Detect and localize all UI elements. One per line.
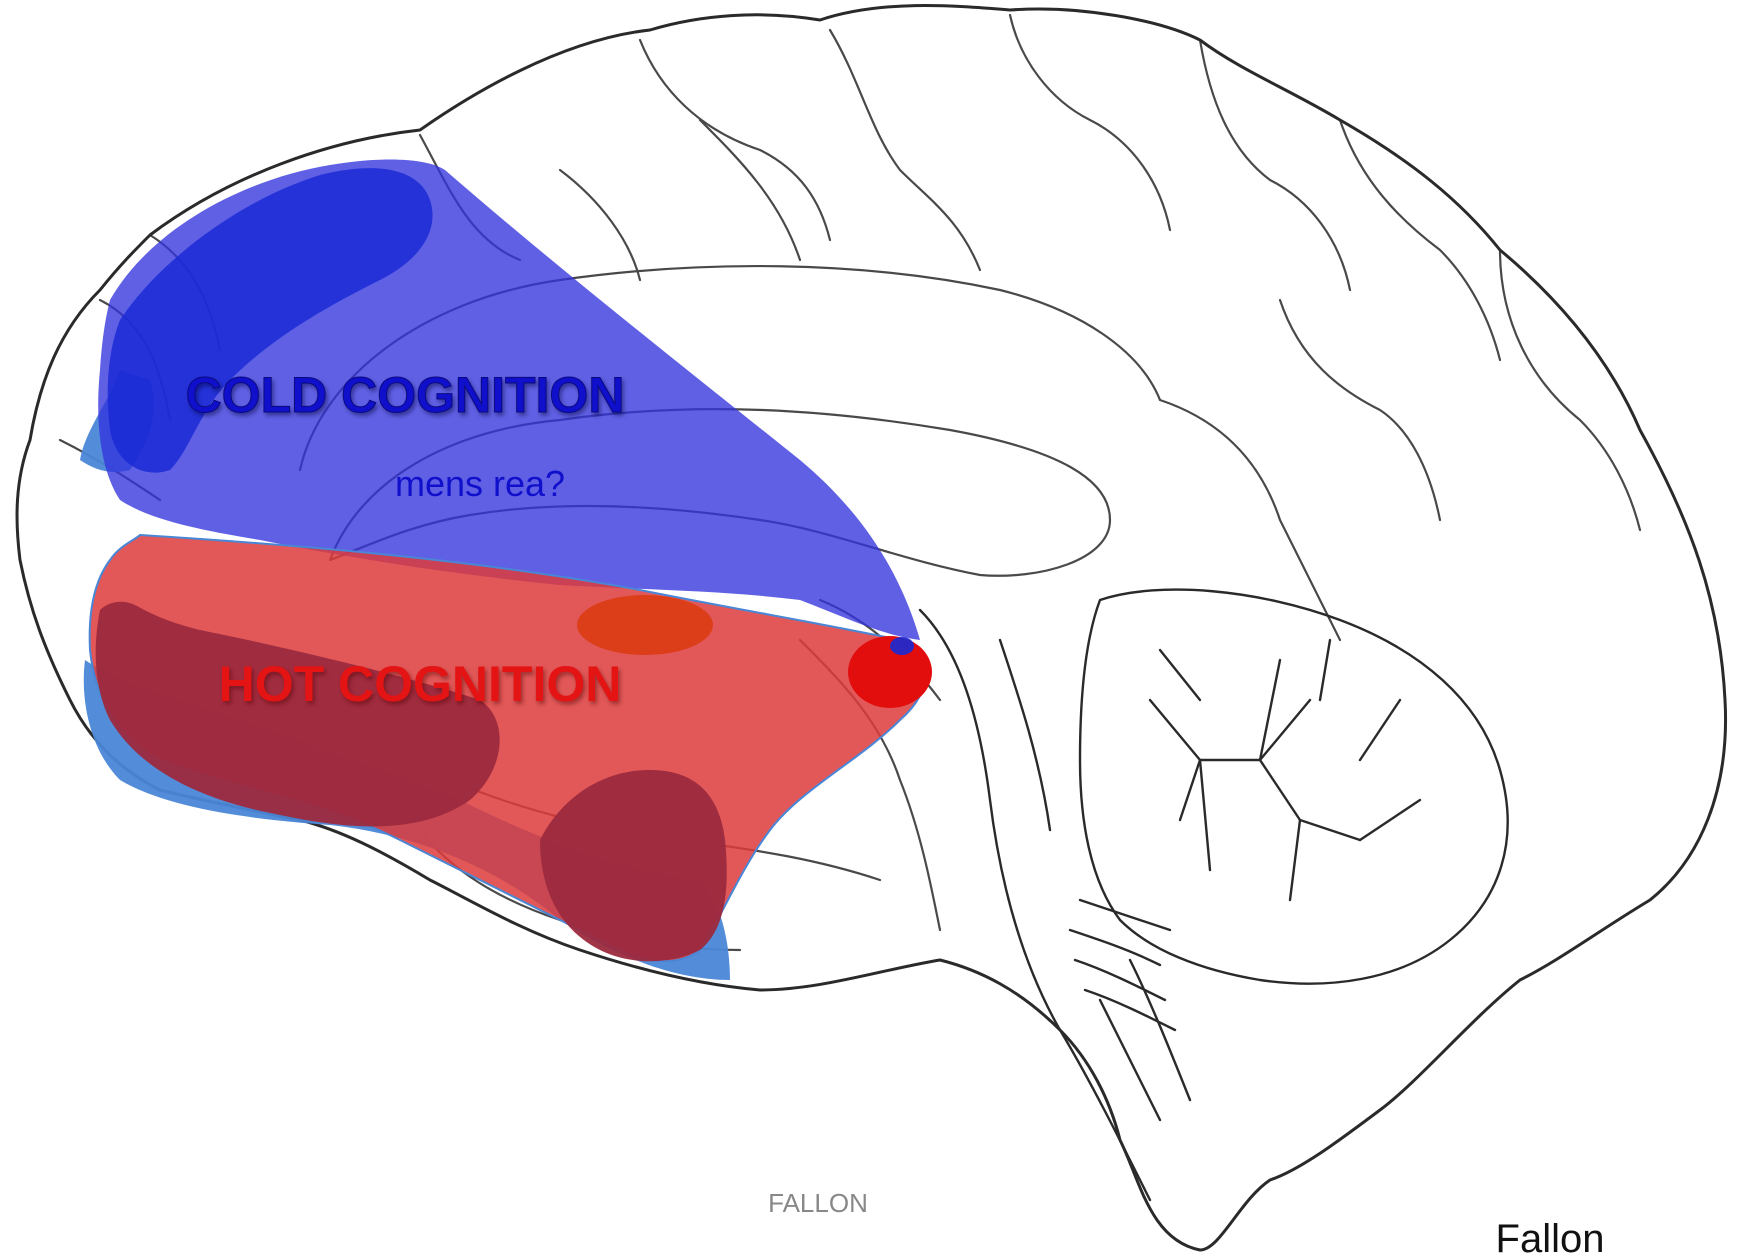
cold-cognition-label: COLD COGNITION xyxy=(186,367,625,423)
brainstem-sketch xyxy=(920,610,1190,1200)
purple-tip-node xyxy=(890,637,914,655)
mens-rea-label: mens rea? xyxy=(395,463,565,504)
watermark-text: FALLON xyxy=(768,1188,868,1218)
red-node xyxy=(848,636,932,708)
signature-text: Fallon xyxy=(1496,1217,1605,1260)
cerebellum-sketch xyxy=(1080,590,1508,984)
overlay-regions xyxy=(80,160,932,980)
orange-node xyxy=(577,595,713,655)
hot-cognition-label: HOT COGNITION xyxy=(219,656,622,712)
